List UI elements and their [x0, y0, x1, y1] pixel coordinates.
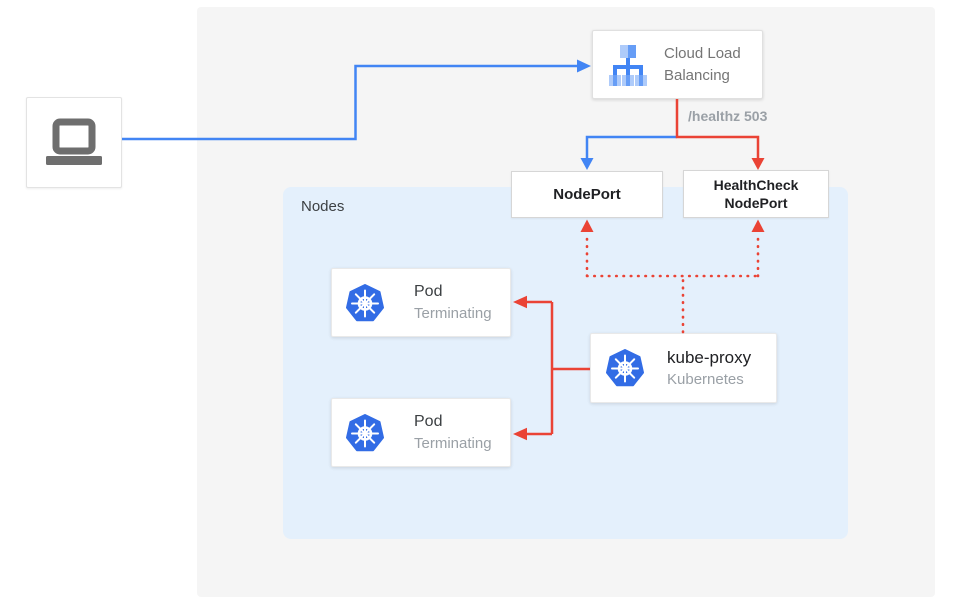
healthcheck-nodeport-card: HealthCheck NodePort [683, 170, 829, 218]
kube-proxy-card: kube-proxy Kubernetes [590, 333, 777, 403]
pod-1-title: Pod [414, 282, 443, 300]
kube-proxy-subtitle: Kubernetes [667, 370, 744, 388]
kube-proxy-title: kube-proxy [667, 347, 752, 367]
nodeport-card: NodePort [511, 171, 663, 218]
pod-2-card: Pod Terminating [331, 398, 511, 467]
kubernetes-icon [606, 349, 644, 387]
client-laptop-card [26, 97, 122, 188]
kubernetes-icon [346, 413, 384, 451]
pod-2-status: Terminating [414, 434, 492, 452]
pod-2-title: Pod [414, 412, 443, 430]
cloud-load-balancing-icon [609, 44, 647, 86]
pod-1-status: Terminating [414, 304, 492, 322]
healthz-503-edge-label: /healthz 503 [688, 108, 768, 124]
cloud-load-balancing-card: Cloud Load Balancing [592, 30, 763, 99]
pod-1-card: Pod Terminating [331, 268, 511, 337]
healthcheck-nodeport-label: HealthCheck NodePort [713, 176, 799, 211]
laptop-icon [46, 118, 102, 165]
cloud-load-balancing-label: Cloud Load Balancing [664, 44, 741, 84]
nodes-group-label: Nodes [301, 198, 345, 215]
nodeport-label: NodePort [553, 186, 621, 203]
kubernetes-icon [346, 283, 384, 321]
